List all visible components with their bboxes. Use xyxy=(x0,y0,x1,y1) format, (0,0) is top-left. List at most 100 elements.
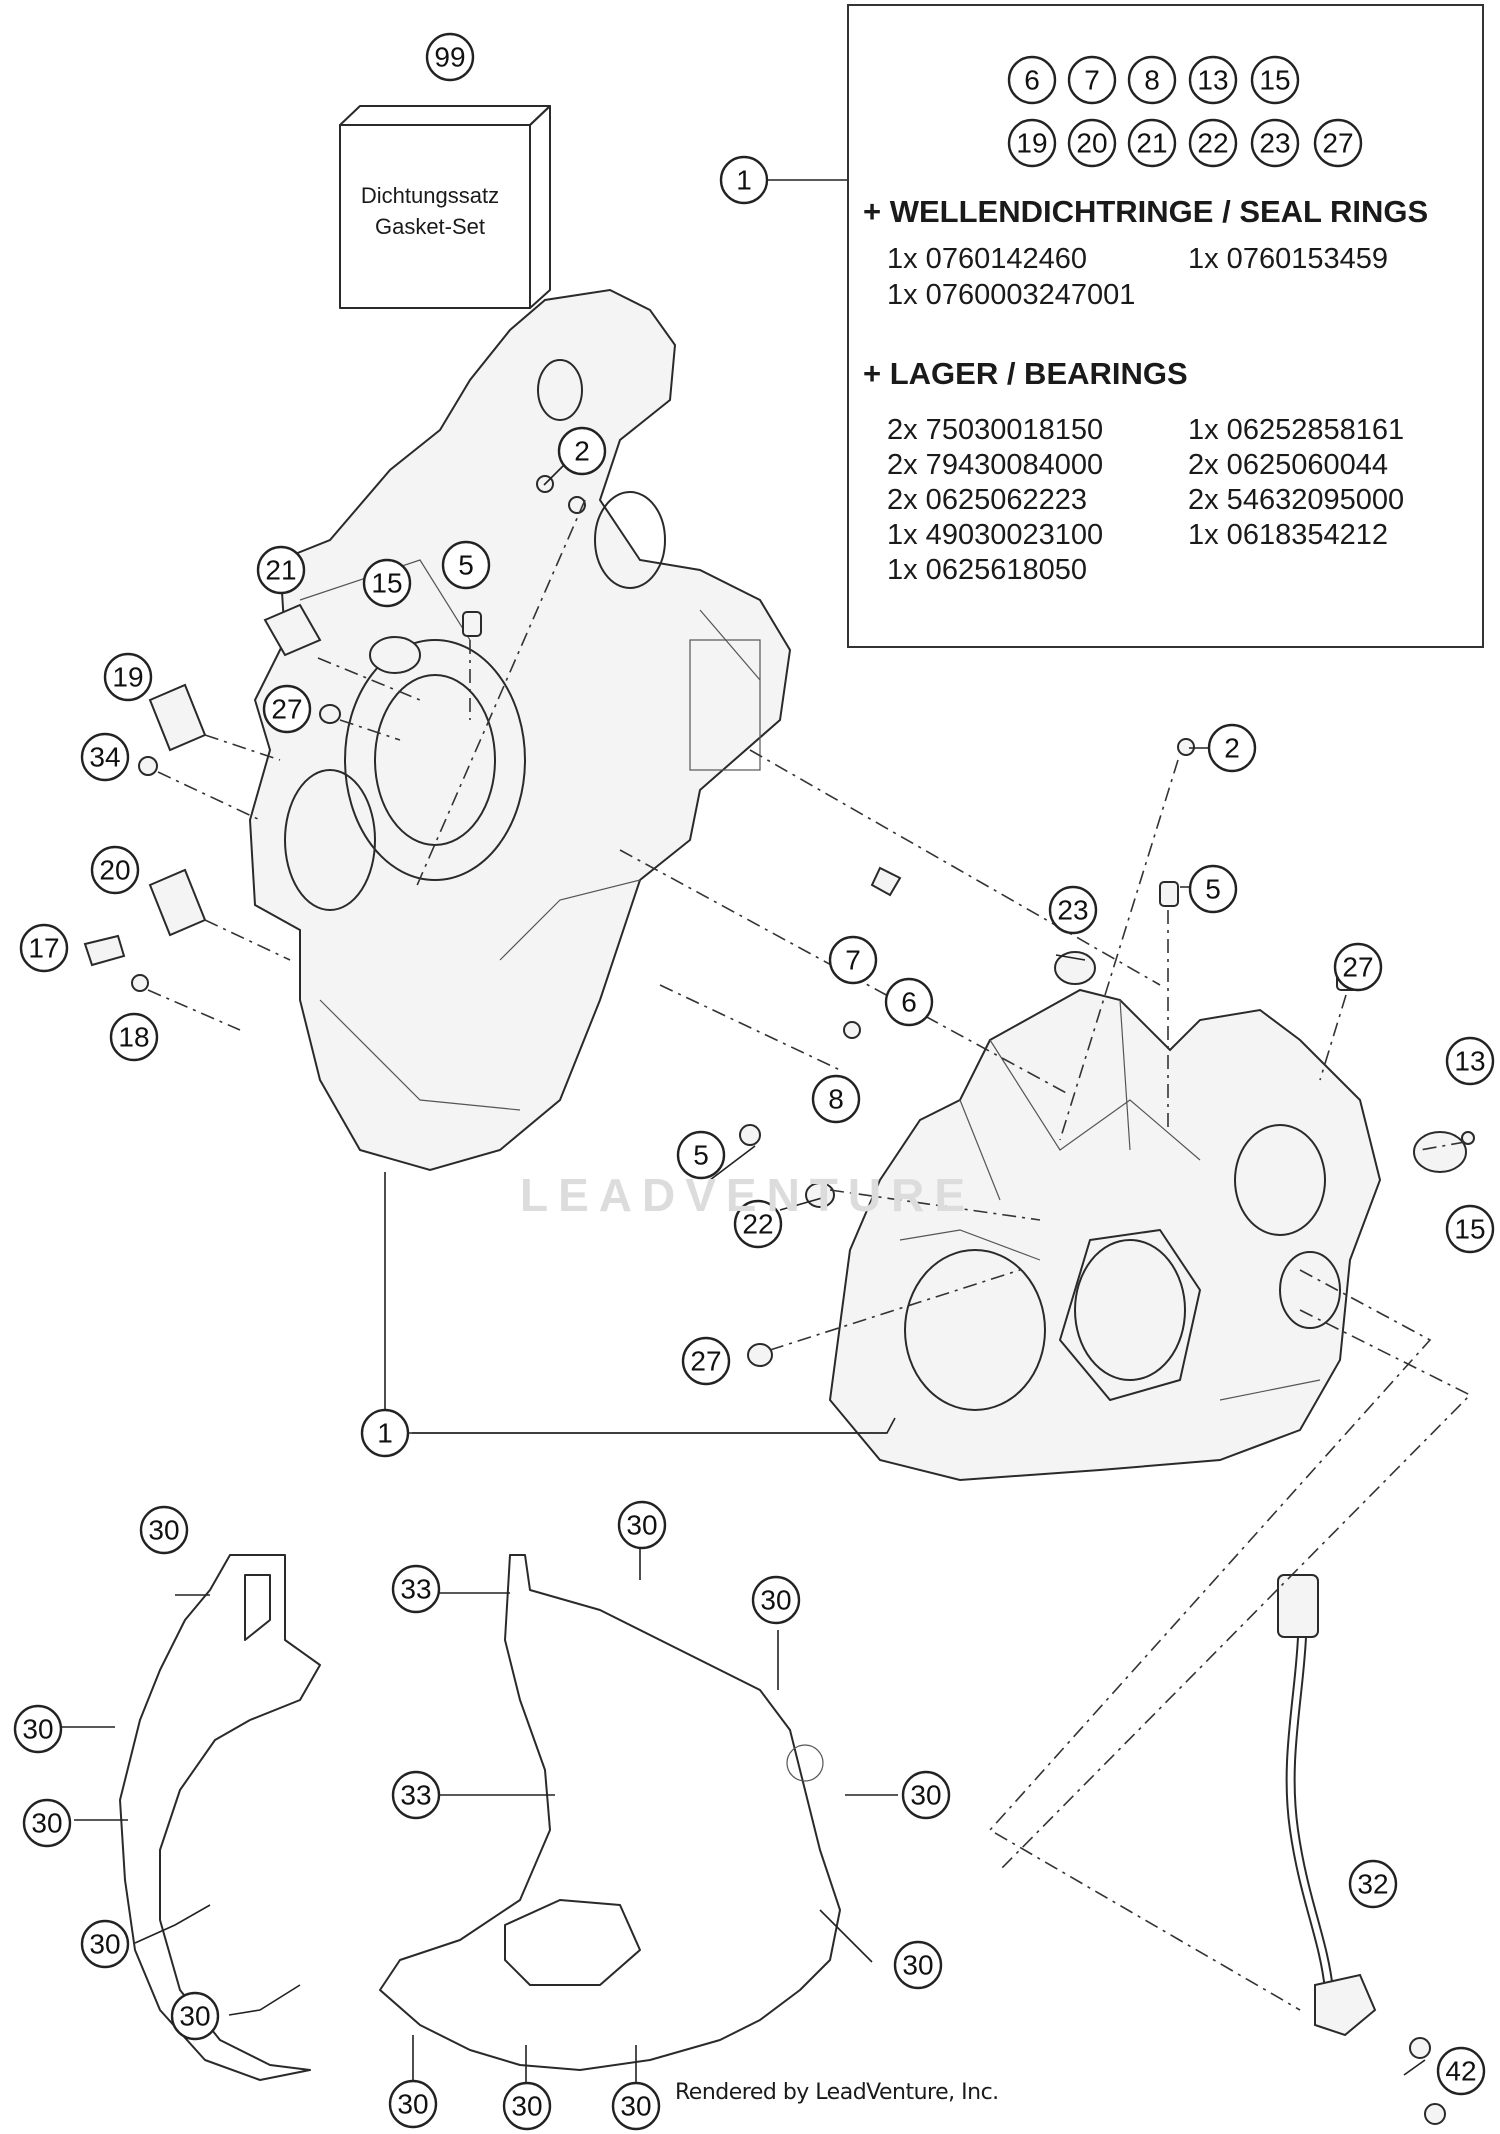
svg-text:30: 30 xyxy=(902,1950,933,1981)
svg-text:27: 27 xyxy=(1322,128,1353,159)
svg-text:33: 33 xyxy=(400,1574,431,1605)
svg-text:33: 33 xyxy=(400,1780,431,1811)
callout-15-right: 15 xyxy=(1445,1204,1495,1254)
svg-text:30: 30 xyxy=(511,2091,542,2122)
svg-text:34: 34 xyxy=(89,742,120,773)
callout-13: 13 xyxy=(1445,1036,1495,1086)
callout-8: 8 xyxy=(811,1074,861,1124)
svg-text:19: 19 xyxy=(1016,128,1047,159)
svg-text:5: 5 xyxy=(693,1140,709,1171)
svg-text:6: 6 xyxy=(1024,65,1040,96)
svg-text:42: 42 xyxy=(1445,2056,1476,2087)
svg-text:8: 8 xyxy=(828,1084,844,1115)
assembly-lines xyxy=(147,499,1472,2011)
svg-text:27: 27 xyxy=(271,694,302,725)
bearing-item: 2x 75030018150 xyxy=(887,414,1104,446)
callout-5-right: 5 xyxy=(1188,864,1238,914)
svg-text:2: 2 xyxy=(1224,733,1240,764)
callout-15-left: 15 xyxy=(362,558,412,608)
right-crankcase-half xyxy=(828,988,1382,1482)
callout-1-box: 1 xyxy=(719,155,769,205)
callout-30-d: 30 xyxy=(13,1704,63,1754)
bearings-heading: + LAGER / BEARINGS xyxy=(863,356,1188,391)
callout-30-a: 30 xyxy=(139,1505,189,1555)
svg-text:17: 17 xyxy=(28,933,59,964)
svg-text:22: 22 xyxy=(742,1209,773,1240)
svg-text:30: 30 xyxy=(22,1714,53,1745)
svg-text:21: 21 xyxy=(265,555,296,586)
callout-7: 7 xyxy=(828,935,878,985)
callout-2-right: 2 xyxy=(1207,723,1257,773)
svg-text:21: 21 xyxy=(1136,128,1167,159)
bearing-item: 2x 54632095000 xyxy=(1188,484,1405,516)
svg-text:30: 30 xyxy=(89,1929,120,1960)
crankcase-gasket-left xyxy=(119,1554,321,2081)
callout-30-b: 30 xyxy=(617,1500,667,1550)
bearing-item: 1x 0618354212 xyxy=(1188,519,1388,551)
callout-5-left-bottom: 5 xyxy=(676,1130,726,1180)
watermark: LEADVENTURE xyxy=(520,1169,976,1221)
seal-item: 1x 0760153459 xyxy=(1188,243,1388,275)
bearing-item: 2x 0625060044 xyxy=(1188,449,1388,481)
callout-17: 17 xyxy=(19,923,69,973)
bearing-item: 1x 06252858161 xyxy=(1188,414,1405,446)
svg-text:30: 30 xyxy=(179,2001,210,2032)
svg-text:19: 19 xyxy=(112,662,143,693)
callout-2-left: 2 xyxy=(557,426,607,476)
svg-text:20: 20 xyxy=(99,855,130,886)
callout-30-j: 30 xyxy=(388,2079,438,2129)
svg-text:30: 30 xyxy=(620,2091,651,2122)
bearing-item: 2x 79430084000 xyxy=(887,449,1104,481)
svg-text:27: 27 xyxy=(1342,952,1373,983)
svg-text:6: 6 xyxy=(901,987,917,1018)
callout-27-right-bottom: 27 xyxy=(681,1336,731,1386)
seal-item: 1x 0760003247001 xyxy=(887,279,1136,311)
rendered-by-footer: Rendered by LeadVenture, Inc. xyxy=(675,2080,999,2105)
callout-30-l: 30 xyxy=(611,2081,661,2131)
svg-text:15: 15 xyxy=(1454,1214,1485,1245)
callout-34: 34 xyxy=(80,732,130,782)
callout-27-right-top: 27 xyxy=(1333,942,1383,992)
callout-30-h: 30 xyxy=(893,1940,943,1990)
seal-rings-heading: + WELLENDICHTRINGE / SEAL RINGS xyxy=(863,194,1429,229)
svg-text:13: 13 xyxy=(1197,65,1228,96)
svg-text:13: 13 xyxy=(1454,1046,1485,1077)
callout-23: 23 xyxy=(1048,885,1098,935)
callout-30-f: 30 xyxy=(901,1770,951,1820)
svg-text:30: 30 xyxy=(31,1808,62,1839)
callout-99: 99 xyxy=(425,32,475,82)
callout-22: 22 xyxy=(733,1199,783,1249)
callout-32: 32 xyxy=(1348,1859,1398,1909)
svg-text:1: 1 xyxy=(736,165,752,196)
svg-text:2: 2 xyxy=(574,436,590,467)
svg-text:5: 5 xyxy=(1205,874,1221,905)
callout-21: 21 xyxy=(256,545,306,595)
left-crankcase-half xyxy=(248,288,792,1172)
seal-item: 1x 0760142460 xyxy=(887,243,1087,275)
crankcase-contents-box: 6 7 8 13 15 19 20 21 22 23 27 + WELLENDI… xyxy=(847,4,1484,648)
crankcase-gasket-right xyxy=(379,1554,841,2071)
gasket-kit-label-de: Dichtungssatz xyxy=(360,183,500,208)
svg-text:20: 20 xyxy=(1076,128,1107,159)
callout-33-middle: 33 xyxy=(391,1770,441,1820)
callout-20: 20 xyxy=(90,845,140,895)
callout-6: 6 xyxy=(884,977,934,1027)
svg-text:30: 30 xyxy=(760,1585,791,1616)
callout-1-crankcase: 1 xyxy=(360,1408,410,1458)
svg-text:30: 30 xyxy=(397,2089,428,2120)
svg-text:1: 1 xyxy=(377,1418,393,1449)
svg-text:23: 23 xyxy=(1259,128,1290,159)
callout-27-left: 27 xyxy=(262,684,312,734)
svg-text:23: 23 xyxy=(1057,895,1088,926)
svg-text:99: 99 xyxy=(434,42,465,73)
svg-text:8: 8 xyxy=(1144,65,1160,96)
callout-30-k: 30 xyxy=(502,2081,552,2131)
svg-text:7: 7 xyxy=(1084,65,1100,96)
callout-30-g: 30 xyxy=(80,1919,130,1969)
svg-text:15: 15 xyxy=(371,568,402,599)
gasket-kit-label-en: Gasket-Set xyxy=(374,214,486,239)
svg-text:32: 32 xyxy=(1357,1869,1388,1900)
gasket-kit-box xyxy=(339,105,551,309)
bearing-item: 2x 0625062223 xyxy=(887,484,1087,516)
